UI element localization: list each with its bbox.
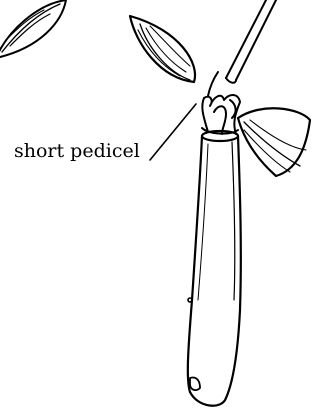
pedicel-tip [202,72,240,134]
left-leaf [130,16,195,82]
short-pedicel-label: short pedicel [14,142,140,161]
label-leader-line [150,104,196,160]
stem-base-mark [190,377,200,390]
stem-node-mark [188,298,192,302]
upper-stalk [226,0,276,83]
main-stem [188,131,241,406]
right-leaf [238,108,310,176]
partial-leaf-top-left [0,0,66,58]
